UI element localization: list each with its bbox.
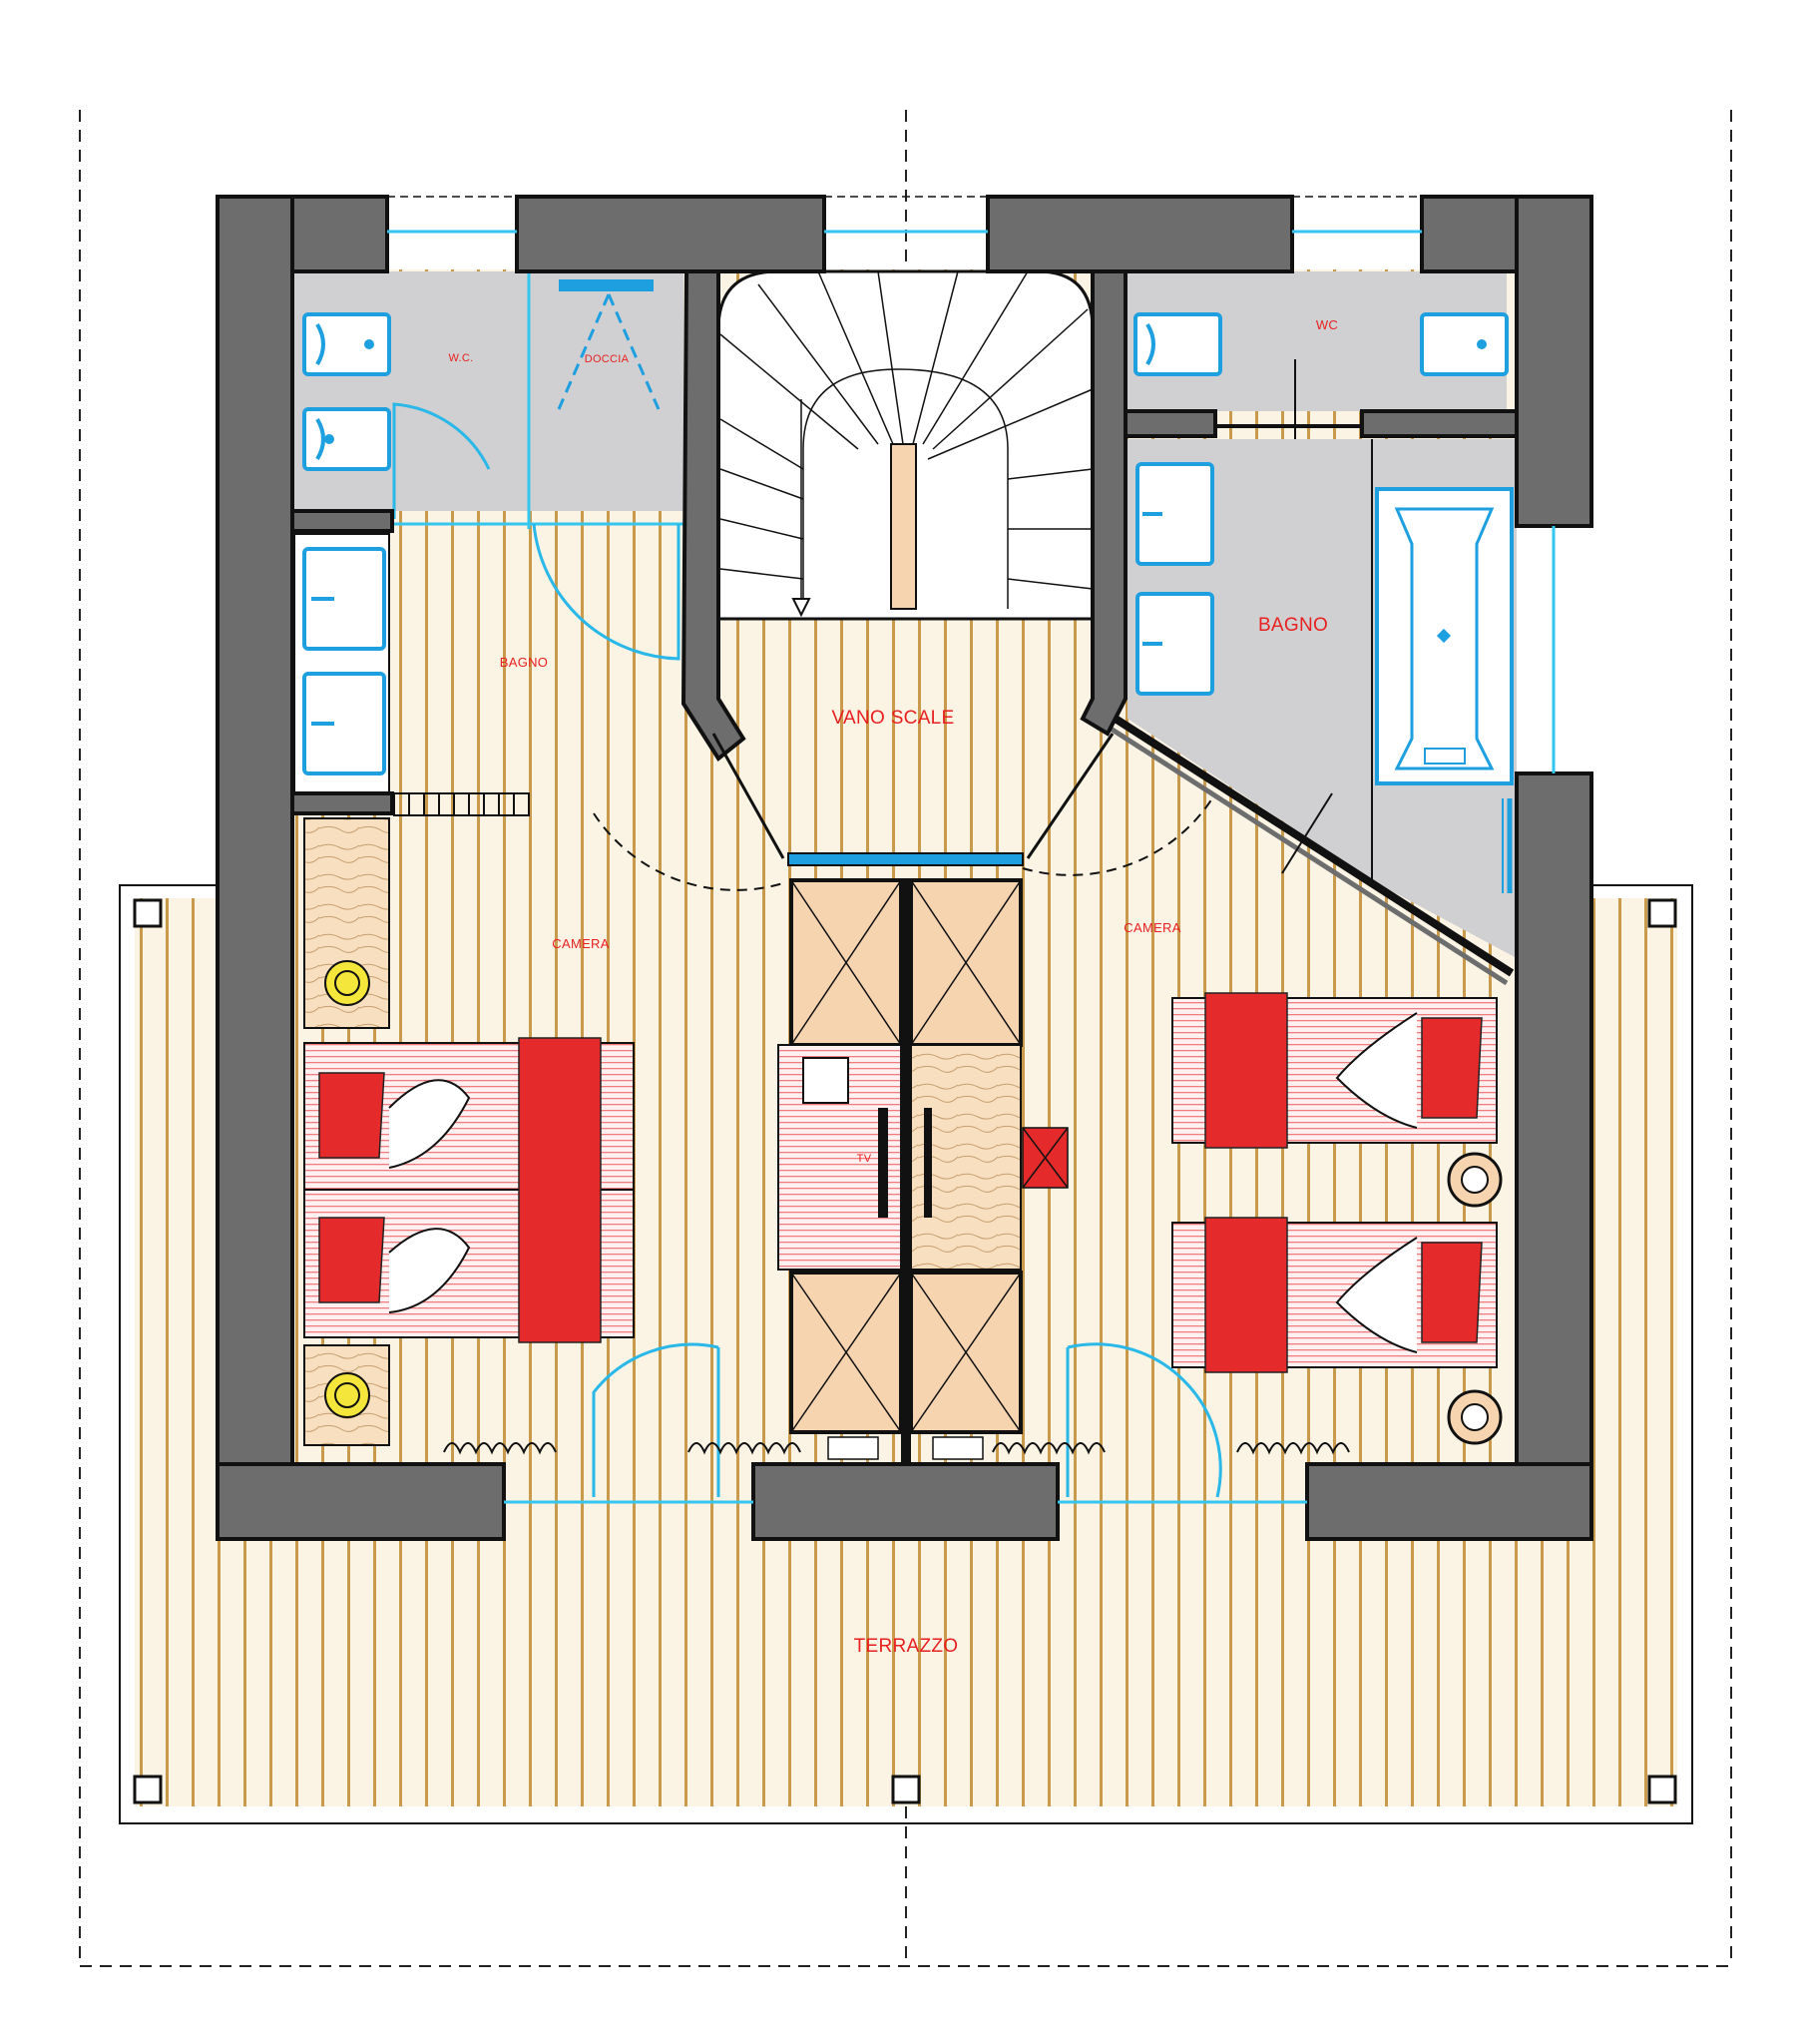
room-label-doccia: DOCCIA [585,353,630,365]
walls [216,195,1593,1541]
room-label-camera-left: CAMERA [552,936,609,951]
wardrobe [789,1271,903,1434]
sink-icon [302,672,386,775]
terrace-post [133,898,1677,1804]
lamp-icon [1447,1152,1503,1208]
left-wc-shower: W.C. DOCCIA [294,271,683,661]
wardrobe [909,878,1023,1047]
shower-icon [557,279,661,410]
lamp-icon [1447,1389,1503,1445]
double-bed [303,1037,635,1343]
bathtub-icon [1375,487,1514,785]
sink-icon [1135,592,1214,696]
room-label-wc-right: WC [1316,317,1338,332]
stair-treads [719,270,1094,609]
wardrobes: TV [777,852,1069,1462]
wardrobe [909,1271,1023,1434]
left-bedroom: CAMERA [303,792,801,1455]
windows [387,196,1556,1504]
doors [592,733,1222,1498]
single-bed [1171,1217,1498,1373]
lamp-icon [324,960,370,1006]
bidet-icon [302,407,391,471]
room-label-wc-left: W.C. [448,352,473,364]
wardrobe [789,878,903,1047]
room-label-vano-scale: VANO SCALE [831,708,954,729]
toilet-icon [302,312,391,376]
room-label-bagno-left: BAGNO [500,655,548,670]
lamp-icon [324,1372,370,1418]
bidet-icon [1420,312,1509,376]
radiator [393,792,530,816]
tv-label: TV [857,1153,872,1165]
sink-icon [1135,462,1214,566]
room-label-camera-right: CAMERA [1124,920,1180,935]
right-wc: WC [1128,271,1509,464]
right-bagno: BAGNO [1105,439,1517,986]
left-bagno-vanity: BAGNO [293,533,548,794]
sink-icon [302,547,386,651]
single-bed [1171,992,1498,1149]
room-label-terrazzo: TERRAZZO [854,1636,959,1657]
right-bedroom: CAMERA [992,920,1503,1455]
room-label-bagno-right: BAGNO [1258,615,1328,636]
toilet-icon [1133,312,1222,376]
